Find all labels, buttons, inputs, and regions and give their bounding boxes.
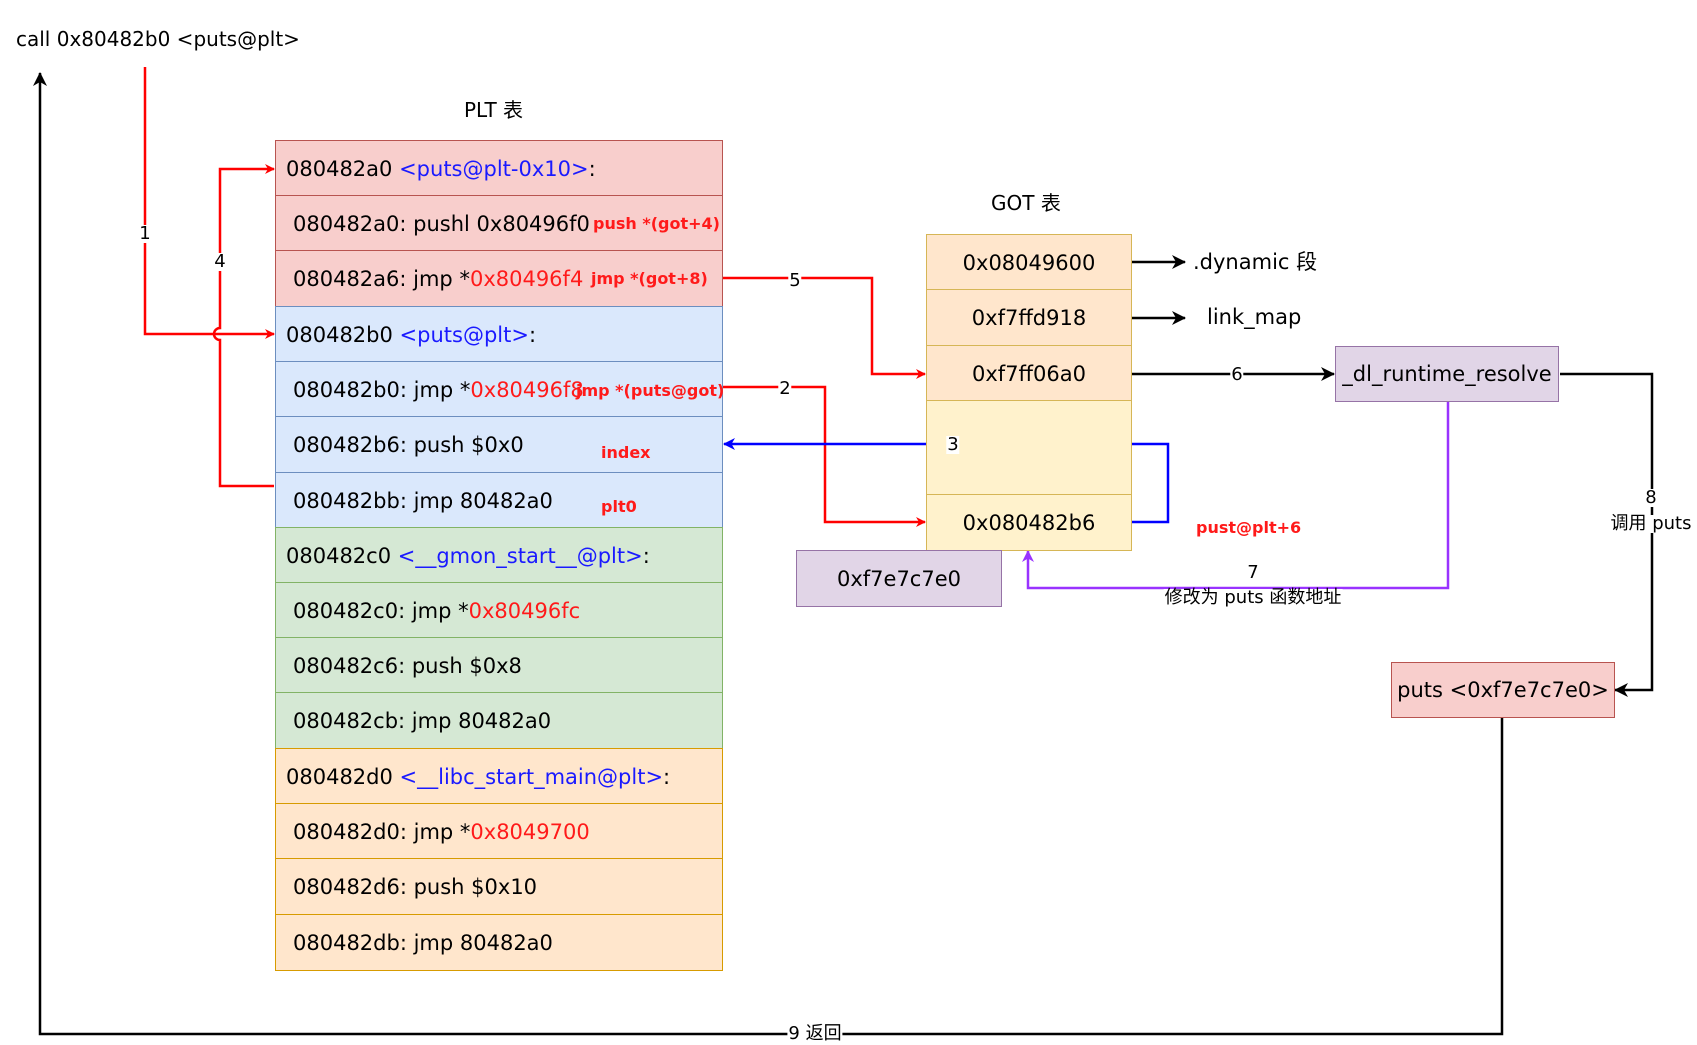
plt-note: index [601, 443, 651, 462]
plt-note: plt0 [601, 497, 637, 516]
got-entry: 0x08049600 [926, 234, 1132, 291]
plt-row: 080482b6: push $0x0 [275, 416, 723, 473]
edge-label-8-number: 8 [1644, 487, 1658, 508]
plt-row: 080482c6: push $0x8 [275, 637, 723, 694]
got-entry: 0x080482b6 [926, 494, 1132, 551]
plt-row: 080482d6: push $0x10 [275, 858, 723, 915]
edge-label-7-text: 修改为 puts 函数地址 [1163, 587, 1343, 608]
plt-note: jmp *(puts@got) [576, 381, 725, 400]
plt-row: 080482a0 <puts@plt-0x10>: [275, 140, 723, 197]
plt-row: 080482d0 <__libc_start_main@plt>: [275, 748, 723, 805]
plt-note: push *(got+4) [593, 214, 720, 233]
dl-runtime-resolve-box: _dl_runtime_resolve [1335, 346, 1559, 402]
plt-row: 080482bb: jmp 80482a0 [275, 472, 723, 529]
edge-1 [143, 67, 275, 339]
got-entry [926, 400, 1132, 496]
call-instruction: call 0x80482b0 <puts@plt> [16, 27, 300, 51]
got-entry: 0xf7ffd918 [926, 289, 1132, 346]
edge-label-5: 5 [788, 270, 802, 291]
plt-row: 080482db: jmp 80482a0 [275, 914, 723, 971]
edge-label-7-number: 7 [1246, 562, 1260, 583]
dynamic-section-label: .dynamic 段 [1193, 250, 1318, 274]
edge-label-2: 2 [778, 378, 792, 399]
resolved-address-box: 0xf7e7c7e0 [796, 550, 1002, 607]
plt-note: jmp *(got+8) [591, 269, 708, 288]
plt-row: 080482a6: jmp *0x80496f4 [275, 250, 723, 307]
plt-row: 080482c0: jmp *0x80496fc [275, 582, 723, 639]
plt-row: 080482a0: pushl 0x80496f0 [275, 195, 723, 252]
plt-table-title: PLT 表 [464, 98, 524, 122]
edge-5 [722, 276, 926, 379]
plt-row: 080482c0 <__gmon_start__@plt>: [275, 527, 723, 584]
plt-row: 080482d0: jmp *0x8049700 [275, 803, 723, 860]
edge-label-1: 1 [138, 223, 152, 244]
got-note: pust@plt+6 [1196, 518, 1302, 537]
edge-label-8-text: 调用 puts [1609, 513, 1693, 534]
edge-7 [1022, 402, 1450, 590]
edge-4 [212, 164, 275, 488]
edge-label-9: 9 返回 [787, 1023, 843, 1044]
edge-2 [722, 385, 926, 527]
edge-label-6: 6 [1230, 364, 1244, 385]
edge-label-4: 4 [213, 251, 227, 272]
edge-label-3: 3 [946, 434, 960, 455]
edge-9 [33, 72, 1504, 1036]
got-table-title: GOT 表 [991, 191, 1061, 215]
got-entry: 0xf7ff06a0 [926, 345, 1132, 402]
puts-function-box: puts <0xf7e7c7e0> [1391, 662, 1615, 718]
plt-row: 080482b0 <puts@plt>: [275, 306, 723, 363]
link-map-label: link_map [1207, 305, 1302, 329]
plt-row: 080482b0: jmp *0x80496f8 [275, 361, 723, 418]
plt-row: 080482cb: jmp 80482a0 [275, 692, 723, 749]
